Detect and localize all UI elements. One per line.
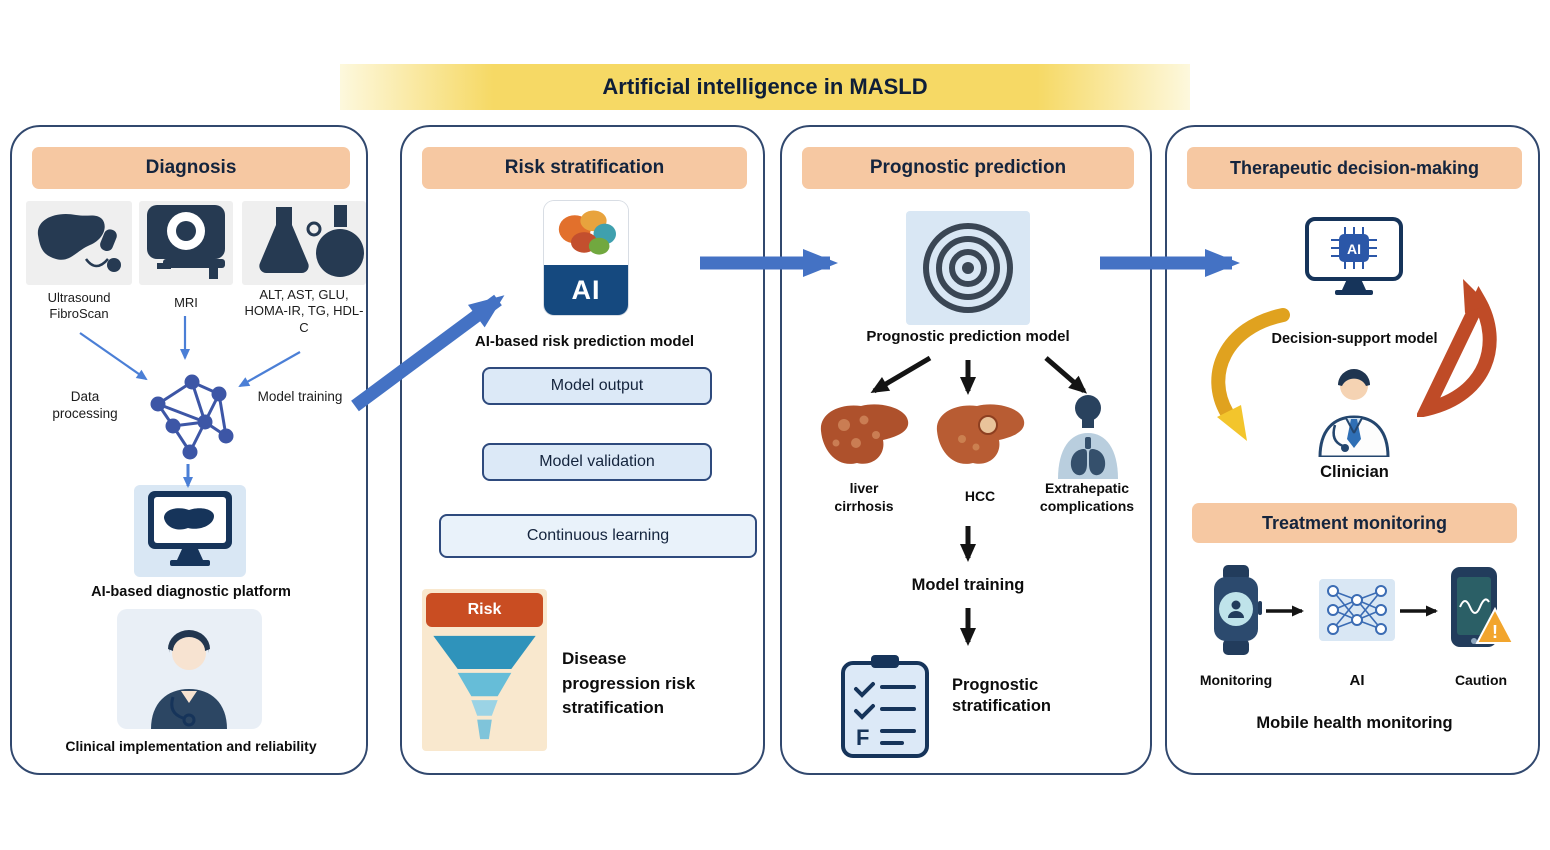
therapeutic-header: Therapeutic decision-making [1187, 147, 1522, 189]
clinician-icon-svg [1318, 369, 1390, 457]
cycle-arrow-right-icon [1417, 277, 1512, 417]
brain-icon-svg [558, 210, 616, 255]
clipboard-letter: F [856, 725, 869, 750]
liver-cirrhosis-icon-svg [820, 404, 909, 464]
hcc-icon [932, 395, 1028, 477]
decision-monitor-icon-svg: AI [1305, 217, 1403, 295]
lab-tests-icon-svg [259, 205, 364, 277]
panel-diagnosis: Diagnosis [10, 125, 368, 775]
network-icon-svg [150, 374, 234, 460]
doctor-icon [117, 609, 262, 729]
smartwatch-icon [1209, 563, 1263, 657]
mri-icon [139, 201, 233, 285]
liver-cirrhosis-label: liver cirrhosis [834, 480, 894, 515]
decision-monitor-icon: AI [1295, 213, 1413, 309]
title-banner: Artificial intelligence in MASLD [340, 64, 1190, 110]
risk-funnel-icon: Risk [422, 589, 547, 751]
prognostic-header: Prognostic prediction [802, 147, 1134, 189]
monitoring-label: Monitoring [1199, 672, 1273, 688]
ai-badge: AI [544, 265, 628, 315]
caution-phone-icon-svg: ! [1451, 567, 1515, 647]
network-icon [145, 370, 239, 464]
model-validation-box: Model validation [482, 443, 712, 481]
model-training-label: Model training [257, 389, 343, 404]
clipboard-icon-svg: F [841, 655, 929, 758]
warning-glyph: ! [1492, 622, 1498, 642]
ai-brain-icon: AI [544, 201, 628, 315]
diagnosis-header: Diagnosis [32, 147, 350, 189]
ai-label: AI [1349, 672, 1365, 689]
lab-tests-icon [242, 201, 366, 285]
caution-phone-icon: ! [1447, 565, 1515, 653]
diagnostic-platform-icon-svg [134, 485, 246, 577]
brain-icon [544, 201, 628, 265]
doctor-icon-svg [117, 609, 262, 729]
ultrasound-icon-svg [37, 213, 121, 272]
diagnostic-platform-icon [134, 485, 246, 577]
panel-therapeutic: Therapeutic decision-making AI Decision-… [1165, 125, 1540, 775]
ai-network-icon [1319, 579, 1395, 641]
smartwatch-icon-svg [1214, 565, 1262, 655]
risk-result-label: Disease progression risk stratification [562, 649, 696, 718]
mobile-monitoring-label: Mobile health monitoring [1256, 714, 1453, 732]
caution-label: Caution [1454, 672, 1508, 688]
extrahepatic-label: Extrahepatic complications [1039, 480, 1135, 515]
mri-icon-svg [147, 205, 225, 279]
prognostic-model-label: Prognostic prediction model [866, 328, 1070, 345]
treatment-monitoring-header: Treatment monitoring [1192, 503, 1517, 543]
ultrasound-label: Ultrasound FibroScan [47, 290, 111, 322]
prognostic-result-label: Prognostic stratification [952, 676, 1052, 716]
ultrasound-icon [26, 201, 132, 285]
risk-header: Risk stratification [422, 147, 747, 189]
decision-model-label: Decision-support model [1271, 331, 1438, 347]
risk-funnel-title: Risk [426, 593, 543, 627]
mri-label: MRI [174, 295, 198, 310]
hcc-icon-svg [936, 404, 1025, 464]
clinician-icon [1305, 355, 1403, 457]
funnel-svg [433, 635, 536, 740]
clinician-label: Clinician [1320, 463, 1389, 481]
ai-network-icon-svg [1327, 585, 1387, 635]
data-processing-label: Data processing [52, 389, 118, 421]
continuous-learning-box: Continuous learning [439, 514, 757, 558]
platform-label: AI-based diagnostic platform [91, 584, 291, 600]
labs-label: ALT, AST, GLU, HOMA-IR, TG, HDL-C [244, 287, 364, 335]
clinical-label: Clinical implementation and reliability [65, 738, 317, 754]
risk-model-label: AI-based risk prediction model [474, 333, 695, 350]
ai-chip-label: AI [1347, 241, 1361, 257]
prognostic-training-label: Model training [911, 576, 1025, 594]
extrahepatic-icon [1050, 393, 1124, 479]
panel-risk-stratification: Risk stratification AI AI-based risk pre… [400, 125, 765, 775]
hcc-label: HCC [964, 488, 996, 504]
panel-prognostic: Prognostic prediction Prognostic predict… [780, 125, 1152, 775]
target-icon [906, 211, 1030, 325]
target-icon-svg [923, 223, 1013, 313]
model-output-box: Model output [482, 367, 712, 405]
cycle-arrow-left-icon [1195, 305, 1295, 445]
cycle-arrow-left-svg [1211, 308, 1290, 441]
clipboard-icon: F [838, 653, 932, 761]
extrahepatic-icon-svg [1058, 395, 1118, 479]
liver-cirrhosis-icon [816, 395, 912, 477]
cycle-arrow-right-svg [1417, 279, 1497, 417]
figure-title: Artificial intelligence in MASLD [602, 74, 928, 99]
